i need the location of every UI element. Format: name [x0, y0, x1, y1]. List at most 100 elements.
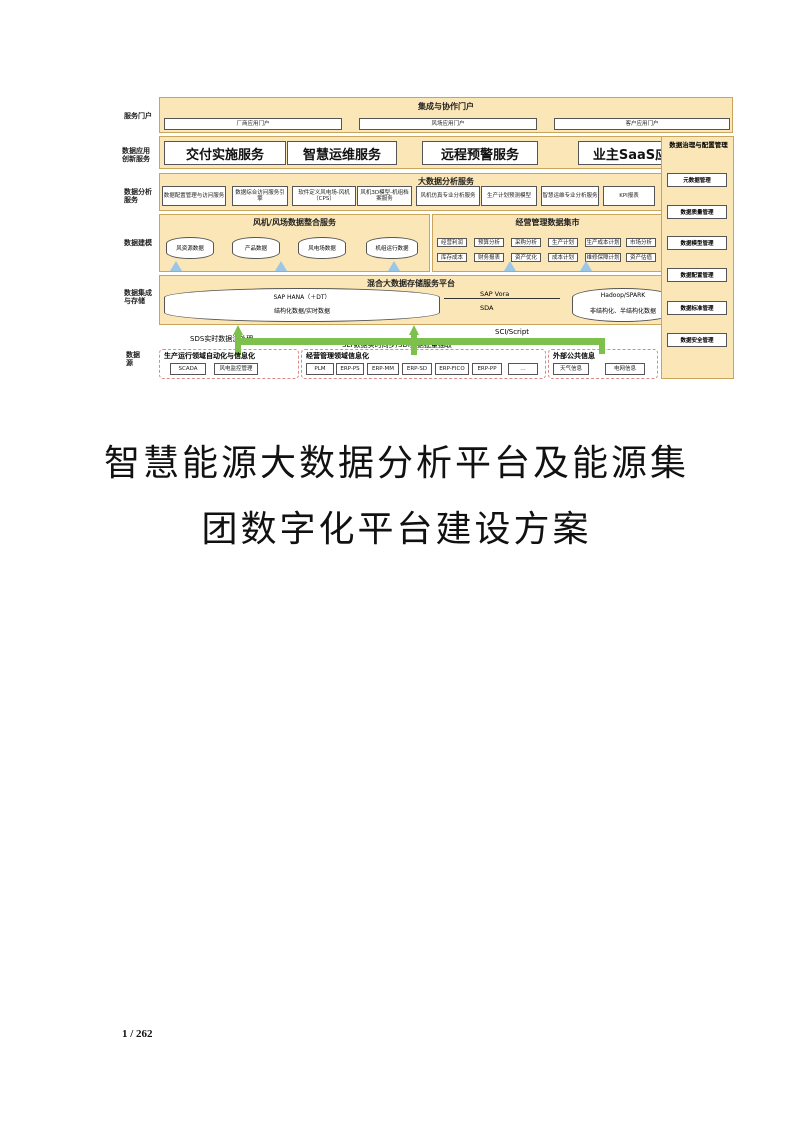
sda-label: SDA [480, 304, 494, 312]
architecture-diagram: 服务门户 数据应用 创新服务 数据分析 服务 数据建模 数据集成 与存储 数据 … [120, 95, 740, 385]
source-item: ERP-FICO [435, 363, 469, 375]
biz-item: 采购分析 [511, 238, 541, 247]
governance-panel: 数据治理与配置管理 元数据管理 数据质量管理 数据模型管理 数据配置管理 数据标… [661, 136, 734, 379]
app-item: 远程预警服务 [422, 141, 538, 165]
portal-item: 厂商应用门户 [164, 118, 342, 130]
biz-item: 生产计划 [548, 238, 578, 247]
analysis-item: 生产计划预测模型 [481, 186, 537, 206]
biz-title: 经营管理数据集市 [515, 218, 580, 227]
biz-item: 成本计划 [548, 253, 578, 262]
source-item: 电网信息 [605, 363, 645, 375]
document-title-line-2: 团数字化平台建设方案 [201, 509, 592, 550]
governance-item: 数据质量管理 [667, 205, 727, 219]
source-group-production: 生产运行领域自动化与信息化 SCADA 风电监控管理 [159, 349, 299, 379]
biz-item: 生产成本计划 [585, 238, 621, 247]
biz-panel: 经营管理数据集市 经营利润 预算分析 采购分析 生产计划 生产成本计划 市场分析… [432, 214, 663, 272]
app-item: 交付实施服务 [164, 141, 286, 165]
hadoop-label: Hadoop/SPARK [600, 292, 646, 299]
analysis-item: KPI报表 [603, 186, 655, 206]
slt-label: SLT数据实时同步/SDI数据批量抽取 [342, 341, 452, 349]
portal-panel: 集成与协作门户 厂商应用门户 风场应用门户 客户应用门户 [159, 97, 733, 133]
vora-label: SAP Vora [480, 290, 510, 298]
wind-title: 风机/风场数据整合服务 [253, 218, 336, 227]
apps-panel: 交付实施服务 智慧运维服务 远程预警服务 业主SaaS应用 [159, 136, 733, 169]
row-label-modeling: 数据建模 [124, 239, 152, 247]
biz-item: 库存成本 [437, 253, 467, 262]
analysis-item: 智慧运维专业分析服务 [541, 186, 599, 206]
analysis-item: 数据综合访问服务引擎 [232, 186, 288, 206]
row-label-analysis: 数据分析 服务 [124, 188, 152, 204]
wind-cylinder: 风电场数据 [298, 237, 346, 259]
biz-item: 资产估值 [626, 253, 656, 262]
hadoop-cylinder: Hadoop/SPARK 非结构化、半结构化数据 [572, 288, 674, 322]
up-arrow-icon [275, 261, 287, 271]
sds-label: SDS实时数据流处理 [190, 335, 254, 343]
green-flow-stem [599, 338, 605, 354]
green-flow-stem [411, 333, 417, 355]
wind-cylinder: 产品数据 [232, 237, 280, 259]
source-group-title: 经营管理领域信息化 [306, 352, 369, 360]
source-item: ERP-PP [472, 363, 502, 375]
source-group-external: 外部公共信息 天气信息 电网信息 [548, 349, 658, 379]
governance-item: 数据标准管理 [667, 301, 727, 315]
analysis-title: 大数据分析服务 [418, 177, 474, 186]
sda-connector [444, 298, 560, 299]
portal-item: 风场应用门户 [359, 118, 537, 130]
document-title: 智慧能源大数据分析平台及能源集 团数字化平台建设方案 [0, 437, 793, 557]
analysis-panel: 大数据分析服务 数据配置管理与访问服务 数据综合访问服务引擎 软件定义风电场-风… [159, 173, 733, 211]
source-item: SCADA [170, 363, 206, 375]
portal-title: 集成与协作门户 [418, 102, 474, 111]
wind-cylinder: 机组运行数据 [366, 237, 418, 259]
up-arrow-icon [170, 261, 182, 271]
biz-item: 经营利润 [437, 238, 467, 247]
row-label-sources: 数据 源 [126, 351, 140, 367]
app-item: 智慧运维服务 [287, 141, 397, 165]
sci-label: SCI/Script [495, 328, 530, 336]
green-flow-stem [235, 333, 241, 355]
row-label-apps: 数据应用 创新服务 [122, 147, 150, 163]
green-arrow-icon [409, 325, 419, 335]
wind-cylinder: 风资源数据 [166, 237, 214, 259]
source-item: ERP-SD [402, 363, 432, 375]
biz-item: 资产优化 [511, 253, 541, 262]
up-arrow-icon [504, 261, 516, 271]
source-item: … [508, 363, 538, 375]
governance-item: 数据配置管理 [667, 268, 727, 282]
biz-item: 财务报表 [474, 253, 504, 262]
green-arrow-icon [233, 325, 243, 335]
portal-item: 客户应用门户 [554, 118, 730, 130]
hadoop-sub: 非结构化、半结构化数据 [589, 308, 656, 315]
source-group-title: 外部公共信息 [553, 352, 595, 360]
governance-title: 数据治理与配置管理 [669, 141, 728, 149]
up-arrow-icon [388, 261, 400, 271]
source-item: ERP-MM [367, 363, 399, 375]
governance-item: 数据模型管理 [667, 236, 727, 250]
analysis-item: 风机3D模型-机组档案服务 [357, 186, 412, 206]
hana-sub: 结构化数据/实时数据 [273, 308, 331, 315]
row-label-portal: 服务门户 [124, 112, 152, 120]
biz-item: 预算分析 [474, 238, 504, 247]
source-item: PLM [306, 363, 334, 375]
hana-label: SAP HANA（＋DT） [273, 294, 331, 301]
wind-panel: 风机/风场数据整合服务 风资源数据 产品数据 风电场数据 机组运行数据 [159, 214, 430, 272]
source-group-title: 生产运行领域自动化与信息化 [164, 352, 255, 360]
source-item: 风电监控管理 [214, 363, 258, 375]
storage-panel: 混合大数据存储服务平台 SAP HANA（＋DT） 结构化数据/实时数据 SAP… [159, 275, 674, 325]
governance-item: 数据安全管理 [667, 333, 727, 347]
governance-item: 元数据管理 [667, 173, 727, 187]
green-flow-bar [235, 338, 605, 345]
analysis-item: 软件定义风电场-风机（CPS） [292, 186, 356, 206]
up-arrow-icon [580, 261, 592, 271]
source-item: ERP-PS [336, 363, 364, 375]
hana-cylinder: SAP HANA（＋DT） 结构化数据/实时数据 [164, 288, 440, 322]
page-number: 1 / 262 [122, 1028, 153, 1040]
analysis-item: 风机仿真专业分析服务 [416, 186, 480, 206]
storage-title: 混合大数据存储服务平台 [367, 279, 455, 288]
source-group-management: 经营管理领域信息化 PLM ERP-PS ERP-MM ERP-SD ERP-F… [301, 349, 546, 379]
biz-item: 维修保障计划 [585, 253, 621, 262]
biz-item: 市场分析 [626, 238, 656, 247]
document-title-line-1: 智慧能源大数据分析平台及能源集 [103, 443, 689, 484]
row-label-storage: 数据集成 与存储 [124, 289, 152, 305]
analysis-item: 数据配置管理与访问服务 [162, 186, 226, 206]
source-item: 天气信息 [553, 363, 589, 375]
